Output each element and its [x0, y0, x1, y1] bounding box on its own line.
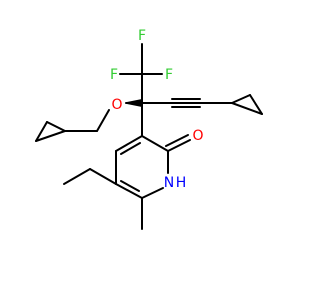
bond-cp1-a — [46, 121, 66, 132]
atom-f-left: F — [110, 67, 118, 83]
bond-ring-double-c3c4 — [120, 142, 141, 155]
bond-ring-c3-c2 — [141, 135, 169, 152]
molecule-structure-diagram: F F F O O N H — [0, 0, 300, 300]
atom-o-ether: O — [111, 97, 122, 113]
bond-ring-c6-c5 — [115, 183, 143, 199]
bond-cp1-c — [35, 130, 66, 142]
bond-carbonyl-1 — [167, 139, 191, 152]
atom-o-carbonyl: O — [192, 128, 203, 144]
stereo-wedge — [127, 99, 142, 107]
bond-cp2-b — [249, 94, 263, 115]
bond-ring-n-c6 — [141, 187, 164, 199]
background — [0, 0, 300, 300]
bond-ethyl-2 — [63, 168, 91, 185]
atom-n-ring: N — [164, 175, 174, 191]
atom-h-ring: H — [176, 175, 187, 191]
bond-ring-double-c5c6 — [120, 180, 140, 192]
bond-cp2-c — [231, 102, 263, 115]
atom-labels: F F F O O N H — [110, 28, 204, 191]
bond-ethyl-1 — [89, 168, 117, 185]
bonds — [35, 43, 263, 230]
bond-carbonyl-2 — [165, 134, 189, 147]
bond-ring-c4-c3 — [115, 135, 143, 152]
bond-cp1-b — [35, 121, 48, 142]
bond-o-ch2 — [96, 109, 110, 132]
atom-f-right: F — [165, 67, 173, 83]
bond-cp2-a — [231, 94, 251, 104]
atom-f-top: F — [138, 28, 146, 44]
